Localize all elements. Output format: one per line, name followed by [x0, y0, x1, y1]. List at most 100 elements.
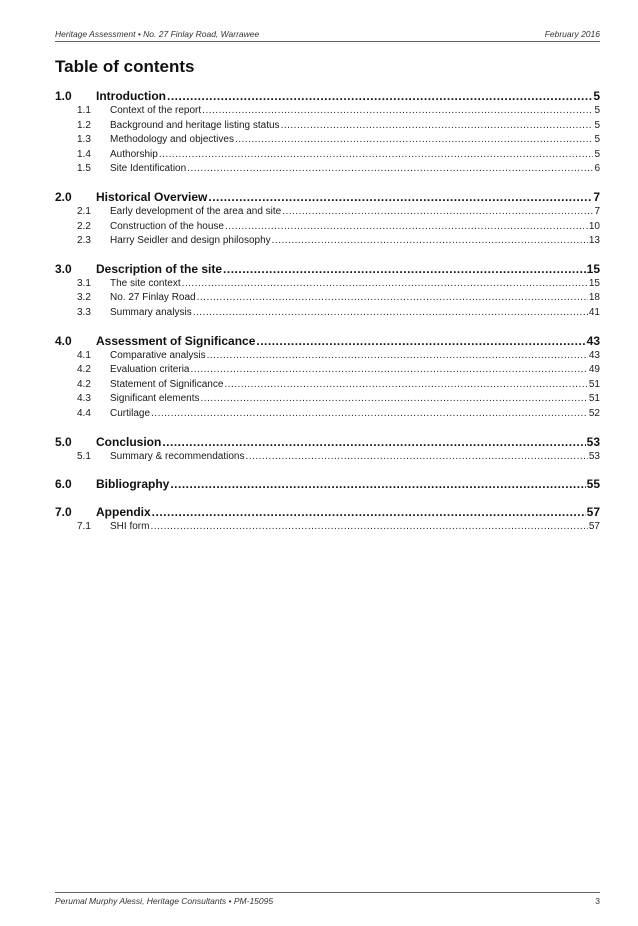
- toc-entry-page: 51: [588, 378, 600, 390]
- toc-leader-dots: [202, 104, 593, 119]
- toc-entry-title: Introduction: [96, 89, 166, 103]
- toc-subsection-entry[interactable]: 1.4Authorship5: [55, 148, 600, 163]
- toc-section-entry[interactable]: 1.0Introduction5: [55, 89, 600, 104]
- toc-section-entry[interactable]: 6.0Bibliography55: [55, 477, 600, 492]
- toc-entry-number: 4.2: [77, 364, 91, 376]
- toc-leader-dots: [281, 119, 594, 134]
- toc-leader-dots: [223, 262, 586, 277]
- toc-subsection-entry[interactable]: 2.1 Early development of the area and sit…: [55, 205, 600, 220]
- toc-leader-dots: [190, 363, 587, 378]
- toc-leader-dots: [170, 477, 585, 492]
- toc-entry-page: 55: [586, 477, 600, 492]
- toc-entry-page: 18: [588, 292, 600, 304]
- toc-section-entry[interactable]: 7.0Appendix57: [55, 505, 600, 520]
- toc-entry-title: Early development of the area and site: [110, 205, 282, 217]
- toc-entry-page: 41: [588, 306, 600, 318]
- section-spacer: [55, 492, 600, 505]
- toc-entry-title: Evaluation criteria: [110, 364, 190, 376]
- toc-entry-page: 53: [588, 450, 600, 462]
- toc-section-entry[interactable]: 5.0Conclusion53: [55, 435, 600, 450]
- toc-subsection-entry[interactable]: 4.2 Statement of Significance 51: [55, 378, 600, 393]
- toc-leader-dots: [187, 162, 593, 177]
- toc-entry-number: 5.0: [55, 434, 72, 449]
- toc-entry-page: 43: [588, 349, 600, 361]
- toc-entry-title: Significant elements: [110, 393, 200, 405]
- toc-entry-page: 7: [593, 189, 600, 204]
- toc-entry-page: 6: [594, 163, 600, 175]
- toc-leader-dots: [207, 349, 588, 364]
- toc-leader-dots: [272, 234, 588, 249]
- page-title: Table of contents: [55, 57, 195, 76]
- section-spacer: [55, 422, 600, 435]
- toc-entry-page: 57: [586, 505, 600, 520]
- toc-leader-dots: [246, 450, 588, 465]
- toc-leader-dots: [282, 205, 593, 220]
- toc-entry-title: Comparative analysis: [110, 349, 206, 361]
- toc-entry-page: 15: [588, 277, 600, 289]
- section-spacer: [55, 464, 600, 477]
- header-date: February 2016: [544, 29, 600, 39]
- toc-entry-title: SHI form: [110, 521, 150, 533]
- toc-entry-number: 7.1: [77, 521, 91, 533]
- toc-entry-number: 4.1: [77, 349, 91, 361]
- section-spacer: [55, 177, 600, 190]
- toc-leader-dots: [193, 306, 588, 321]
- toc-entry-number: 6.0: [55, 477, 72, 492]
- page-footer: Perumal Murphy Alessi, Heritage Consulta…: [55, 892, 600, 907]
- toc-entry-title: Summary analysis: [110, 306, 192, 318]
- toc-entry-number: 4.0: [55, 333, 72, 348]
- toc-leader-dots: [256, 334, 585, 349]
- toc-leader-dots: [151, 407, 588, 422]
- toc-leader-dots: [208, 190, 592, 205]
- header-document-title: Heritage Assessment • No. 27 Finlay Road…: [55, 29, 260, 39]
- toc-leader-dots: [235, 133, 593, 148]
- toc-entry-number: 4.2: [77, 378, 91, 390]
- toc-entry-title: Construction of the house: [110, 220, 224, 232]
- page-header: Heritage Assessment • No. 27 Finlay Road…: [55, 29, 600, 42]
- toc-entry-title: Curtilage: [110, 407, 151, 419]
- toc-leader-dots: [201, 392, 588, 407]
- toc-entry-title: Description of the site: [96, 261, 223, 276]
- toc-subsection-entry[interactable]: 4.4Curtilage52: [55, 407, 600, 422]
- toc-subsection-entry[interactable]: 4.1 Comparative analysis 43: [55, 349, 600, 364]
- toc-entry-page: 5: [593, 89, 600, 103]
- toc-entry-title: No. 27 Finlay Road: [110, 292, 196, 304]
- toc-entry-number: 3.1: [77, 277, 91, 289]
- toc-entry-title: Appendix: [96, 505, 151, 520]
- toc-entry-number: 2.2: [77, 220, 91, 232]
- toc-entry-number: 3.0: [55, 261, 72, 276]
- toc-entry-page: 5: [594, 105, 600, 116]
- section-spacer: [55, 249, 600, 262]
- toc-entry-number: 1.2: [77, 119, 91, 131]
- toc-entry-page: 7: [594, 205, 600, 217]
- toc-leader-dots: [150, 520, 587, 535]
- toc-entry-page: 5: [594, 119, 600, 131]
- toc-entry-number: 1.3: [77, 134, 91, 146]
- toc-entry-title: Statement of Significance: [110, 378, 224, 390]
- toc-entry-page: 43: [586, 333, 600, 348]
- toc-leader-dots: [152, 505, 586, 520]
- footer-consultant: Perumal Murphy Alessi, Heritage Consulta…: [55, 896, 274, 906]
- toc-entry-number: 2.1: [77, 205, 91, 217]
- toc-subsection-entry[interactable]: 3.2No. 27 Finlay Road18: [55, 291, 600, 306]
- toc-leader-dots: [182, 277, 588, 292]
- toc-entry-page: 53: [586, 434, 600, 449]
- footer-page-number: 3: [595, 896, 600, 906]
- toc-entry-number: 2.3: [77, 235, 91, 247]
